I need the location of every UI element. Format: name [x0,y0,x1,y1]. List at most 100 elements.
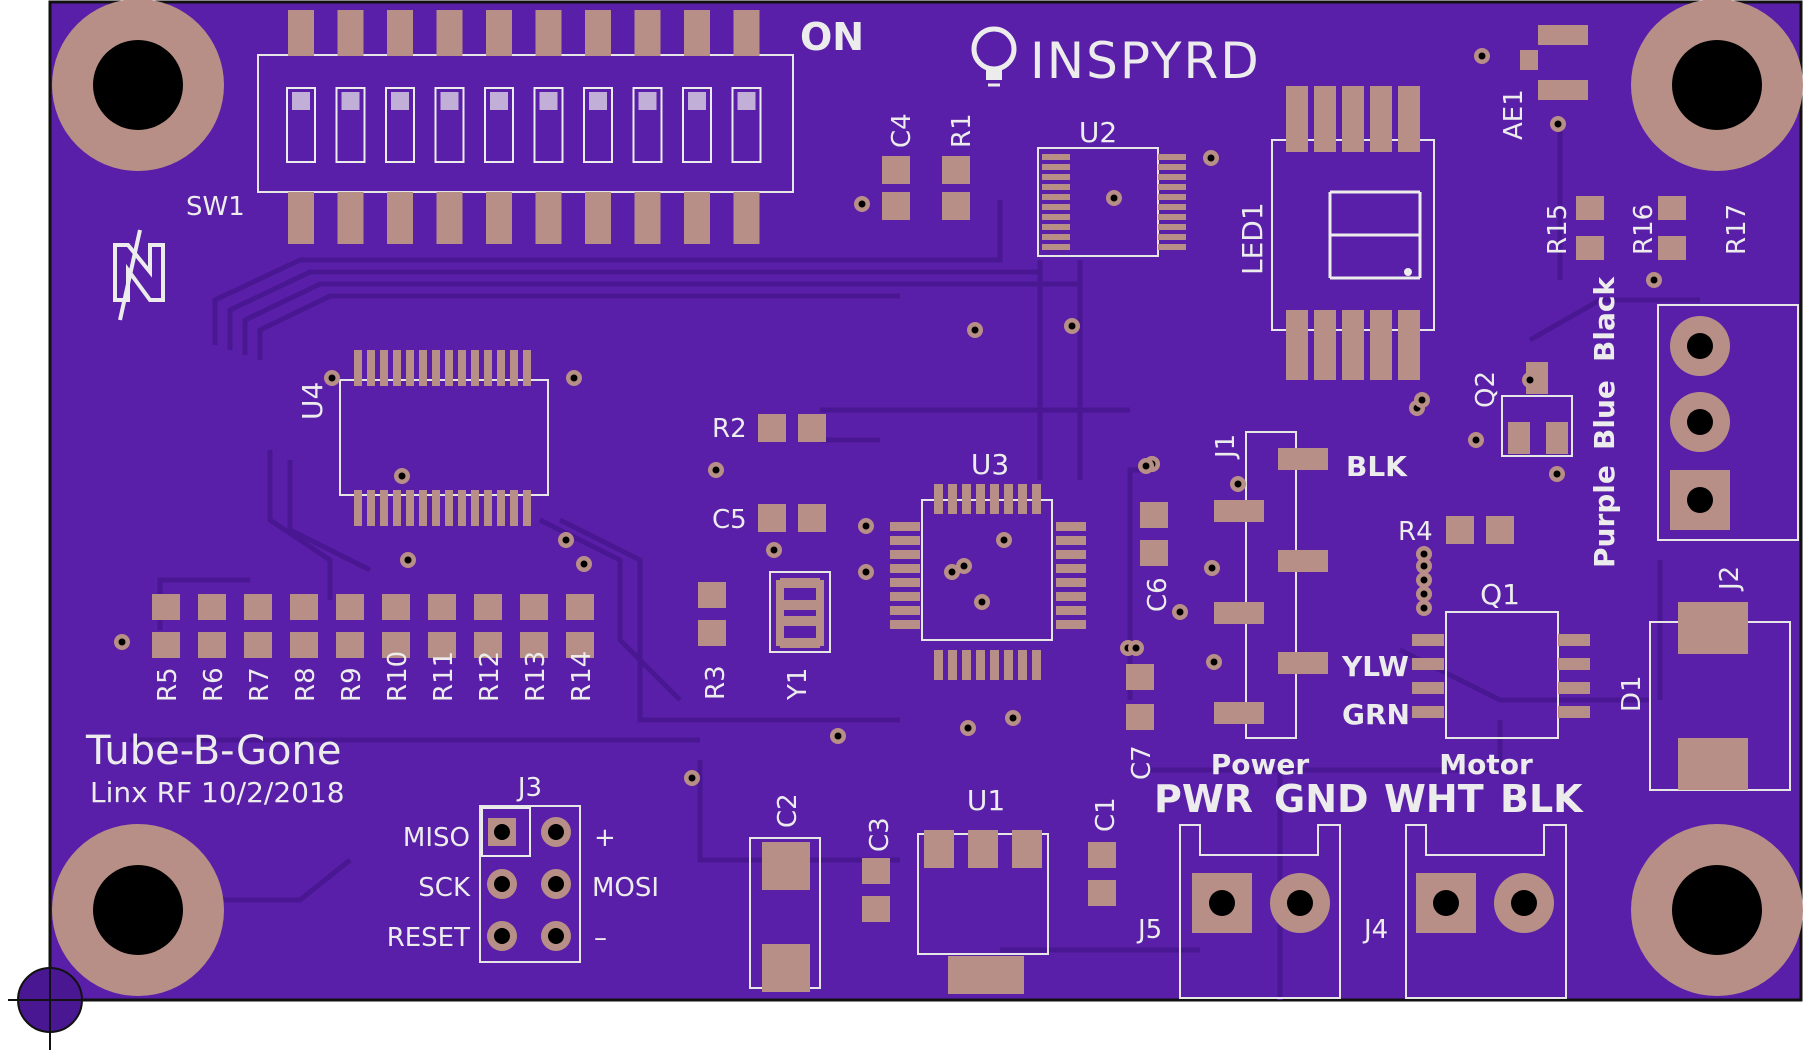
via-drill [1142,462,1150,470]
mounting-hole-bottom-right [1631,824,1803,996]
u3-pin [890,522,920,531]
c6-capacitor [1140,502,1168,566]
via-drill [1420,590,1428,598]
sw1-toggle [731,87,762,163]
r3-label: R3 [701,665,731,700]
u3-pin [890,606,920,615]
u3-pin [890,550,920,559]
u3-pin [1056,578,1086,587]
r1-label: R1 [947,113,977,148]
u3-pin [990,484,999,514]
pwr-label: PWR [1154,777,1253,821]
resistor-pad [152,594,180,620]
u2-pin [1042,224,1070,230]
q1-pin [1412,682,1444,694]
via-drill [1650,276,1658,284]
u3-pin [1056,522,1086,531]
sw1-toggle-knob [440,92,459,110]
resistor-label: R9 [337,667,367,702]
u4-pin [367,490,375,526]
c2-label: C2 [773,793,803,828]
resistor-pad [382,632,410,658]
u3-pin [934,650,943,680]
via-drill [1000,536,1008,544]
sw1-pad [387,192,413,244]
via-drill [862,522,870,530]
u3-pin [1056,564,1086,573]
via-drill [1207,154,1215,162]
sw1-toggle [583,87,613,163]
j3-minus-label: – [594,923,607,953]
u2-pin [1158,244,1186,250]
via-drill [862,568,870,576]
wht-label: WHT [1384,777,1484,821]
q1-pin [1412,634,1444,646]
sw1-toggle [434,87,465,163]
via-drill [688,774,696,782]
sw1-toggle-knob [737,92,756,110]
led1-pad [1314,310,1336,380]
y1-label: Y1 [783,668,813,701]
sw1-toggle-knob [638,92,657,110]
resistor-pad [520,632,548,658]
u4-pin [354,350,362,386]
y1-crystal [769,571,831,653]
sw1-toggle-knob [292,92,310,110]
board-title: Tube-B-Gone [85,728,342,774]
power-label: Power [1211,748,1310,781]
u4-pin [406,490,414,526]
u4-pin [380,350,388,386]
mounting-hole-top-left [52,0,224,171]
c6-label: C6 [1143,577,1173,612]
via-drill [1526,376,1534,384]
resistor-label: R5 [153,667,183,702]
u2-pin [1158,224,1186,230]
via-drill [118,638,126,646]
u4-pin [458,490,466,526]
led1-pad [1398,310,1420,380]
j3-mosi-label: MOSI [592,873,659,903]
led1-pad [1342,86,1364,152]
j4-label: J4 [1362,915,1388,945]
j2-connector [1657,304,1799,541]
u3-pin [948,484,957,514]
via-drill [1553,470,1561,478]
u2-pin [1042,174,1070,180]
ae1-antenna [1520,25,1588,100]
u3-pin [890,620,920,629]
u3-pin [890,536,920,545]
u3-pin [1056,620,1086,629]
q1-pin [1412,706,1444,718]
j5-label: J5 [1136,915,1162,945]
r15-resistor [1576,196,1604,260]
via-drill [978,598,986,606]
r2-resistor [758,414,826,442]
sw1-toggle [484,87,514,163]
c7-capacitor [1126,664,1154,730]
u3-pin [890,592,920,601]
u2-pin [1042,204,1070,210]
via-drill [1208,564,1216,572]
u2-pin [1158,184,1186,190]
u3-pin [1056,592,1086,601]
resistor-label: R10 [383,651,413,702]
u2-pin [1042,164,1070,170]
u3-pin [962,484,971,514]
c3-label: C3 [865,817,895,852]
sw1-pad [387,10,413,56]
sw1-pad [585,192,611,244]
led1-pad [1286,86,1308,152]
u3-pin [1018,484,1027,514]
u4-pin [510,490,518,526]
board-subtitle: Linx RF 10/2/2018 [90,776,345,809]
c7-label: C7 [1127,745,1157,780]
sw1-toggle [385,87,415,163]
u3-pin [990,650,999,680]
gnd-label: GND [1274,777,1369,821]
u4-pin [419,490,427,526]
u4-pin [393,350,401,386]
u2-chip [1037,147,1186,257]
sw1-pad [486,192,512,244]
resistor-pad [198,594,226,620]
